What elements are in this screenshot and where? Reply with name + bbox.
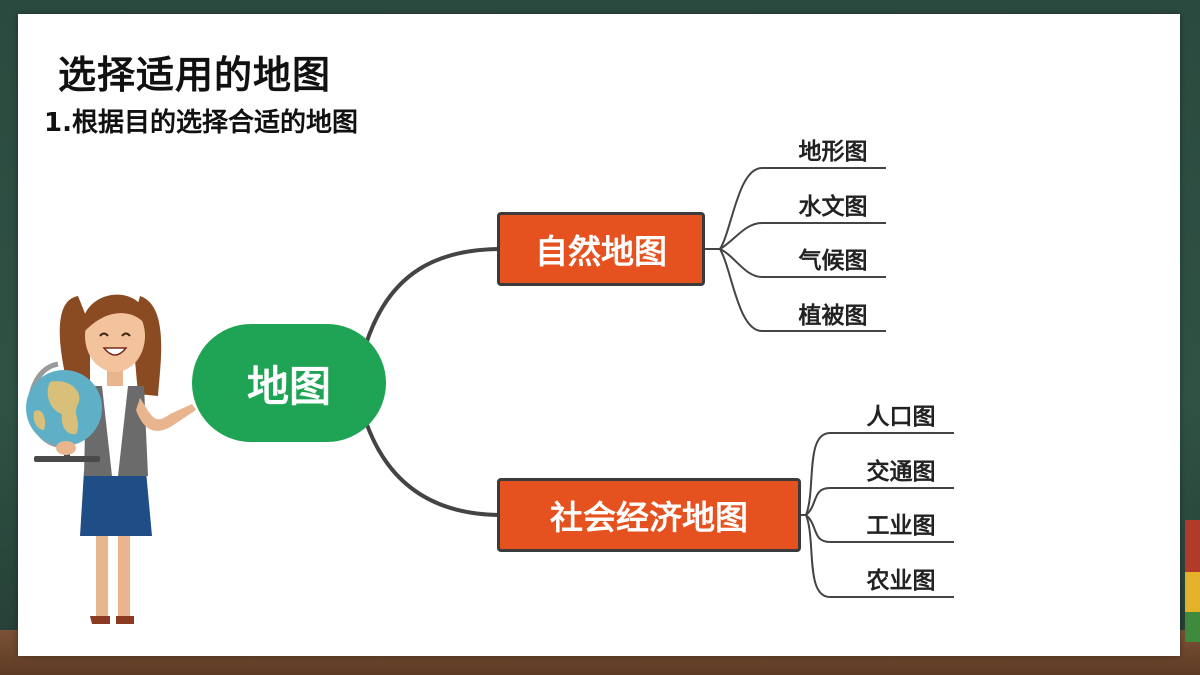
page-subtitle: 1.根据目的选择合适的地图 <box>44 108 358 138</box>
connector-leaf <box>719 248 886 278</box>
connector-root-branch-2 <box>364 420 500 517</box>
mindmap-branch-natural-maps: 自然地图 <box>497 212 705 286</box>
mindmap-leaf: 人口图 <box>866 404 936 430</box>
mindmap-leaf: 植被图 <box>798 303 868 329</box>
connector-leaf <box>805 514 954 543</box>
mindmap-leaf: 地形图 <box>798 139 868 165</box>
mindmap-branch-socioeconomic-maps: 社会经济地图 <box>497 478 801 552</box>
mindmap-leaf: 水文图 <box>798 194 868 220</box>
teacher-illustration <box>26 294 196 624</box>
book-stack-decoration <box>1185 520 1200 572</box>
mindmap-leaf: 气候图 <box>798 248 868 274</box>
connector-leaf <box>719 222 886 250</box>
mindmap-leaf: 交通图 <box>866 459 936 485</box>
page-title: 选择适用的地图 <box>58 53 332 97</box>
mindmap-leaf: 工业图 <box>866 513 936 539</box>
connector-leaf <box>719 248 886 332</box>
connector-leaf <box>801 432 954 516</box>
connector-root-branch-1 <box>364 247 500 346</box>
connector-leaf <box>805 514 954 598</box>
mindmap-leaf: 农业图 <box>866 568 936 594</box>
connector-leaf <box>805 487 954 516</box>
book-stack-decoration <box>1185 612 1200 642</box>
connector-leaf <box>705 167 886 250</box>
book-stack-decoration <box>1185 572 1200 612</box>
mindmap-root-node: 地图 <box>192 324 386 442</box>
